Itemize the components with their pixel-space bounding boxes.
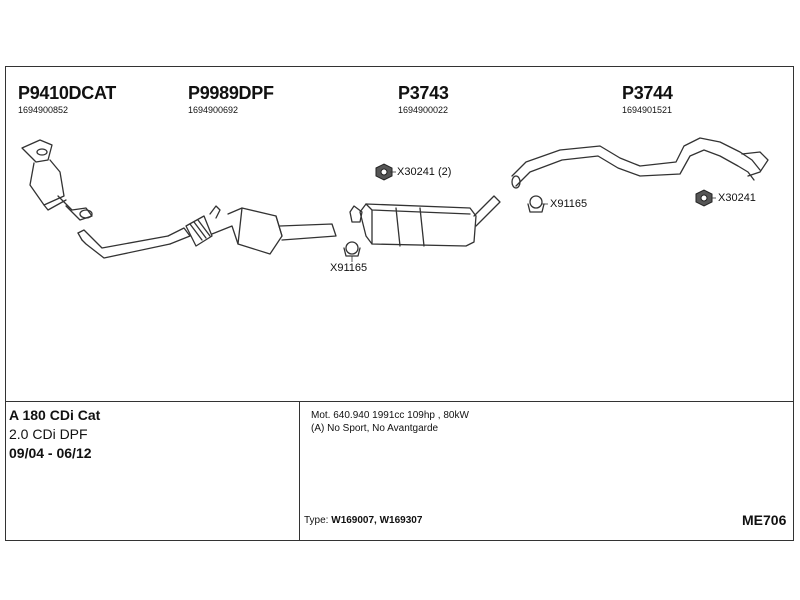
part-code: P9989DPF [188, 83, 274, 103]
part-number: 1694900692 [188, 105, 239, 115]
clamp-rear-icon[interactable] [527, 195, 545, 213]
part-number: 1694900022 [398, 105, 449, 115]
part-code: P9410DCAT [18, 83, 117, 103]
diagram-frame [5, 66, 794, 541]
diagram-code: ME706 [742, 512, 787, 528]
motor-note: Mot. 640.940 1991cc 109hp , 80kW [311, 410, 469, 421]
vertical-divider [299, 401, 300, 541]
nut-mid-icon[interactable] [375, 163, 393, 181]
part-code: P3744 [622, 83, 673, 103]
type-line: Type: W169007, W169307 [304, 515, 422, 526]
clamp-mid-icon[interactable] [343, 241, 361, 257]
vehicle-engine: 2.0 CDi DPF [9, 426, 88, 442]
callout-nut-mid: X30241 (2) [397, 166, 452, 178]
part-label-rear-pipe: P3744 1694901521 [622, 84, 673, 116]
notes: Mot. 640.940 1991cc 109hp , 80kW (A) No … [311, 409, 469, 435]
part-label-dpf: P9989DPF 1694900692 [188, 84, 274, 116]
part-number: 1694901521 [622, 105, 673, 115]
horizontal-divider [5, 401, 794, 402]
part-label-catalyst: P9410DCAT 1694900852 [18, 84, 116, 116]
vehicle-info: A 180 CDi Cat 2.0 CDi DPF 09/04 - 06/12 [9, 406, 100, 463]
vehicle-years: 09/04 - 06/12 [9, 445, 92, 461]
part-number: 1694900852 [18, 105, 69, 115]
restriction-note: (A) No Sport, No Avantgarde [311, 423, 439, 434]
front-catalyst-part[interactable] [21, 139, 93, 221]
dpf-part[interactable] [185, 205, 337, 255]
rear-pipe-part[interactable] [511, 137, 769, 189]
callout-nut-rear: X30241 [718, 192, 756, 204]
middle-silencer-part[interactable] [349, 195, 501, 247]
nut-rear-icon[interactable] [695, 189, 713, 207]
type-label: Type: [304, 515, 329, 526]
front-downpipe[interactable] [77, 227, 191, 259]
callout-clamp-mid: X91165 [330, 262, 368, 274]
part-label-middle-silencer: P3743 1694900022 [398, 84, 449, 116]
vehicle-model: A 180 CDi Cat [9, 407, 101, 423]
part-code: P3743 [398, 83, 449, 103]
type-value: W169007, W169307 [331, 515, 423, 526]
callout-clamp-rear: X91165 [550, 198, 588, 210]
